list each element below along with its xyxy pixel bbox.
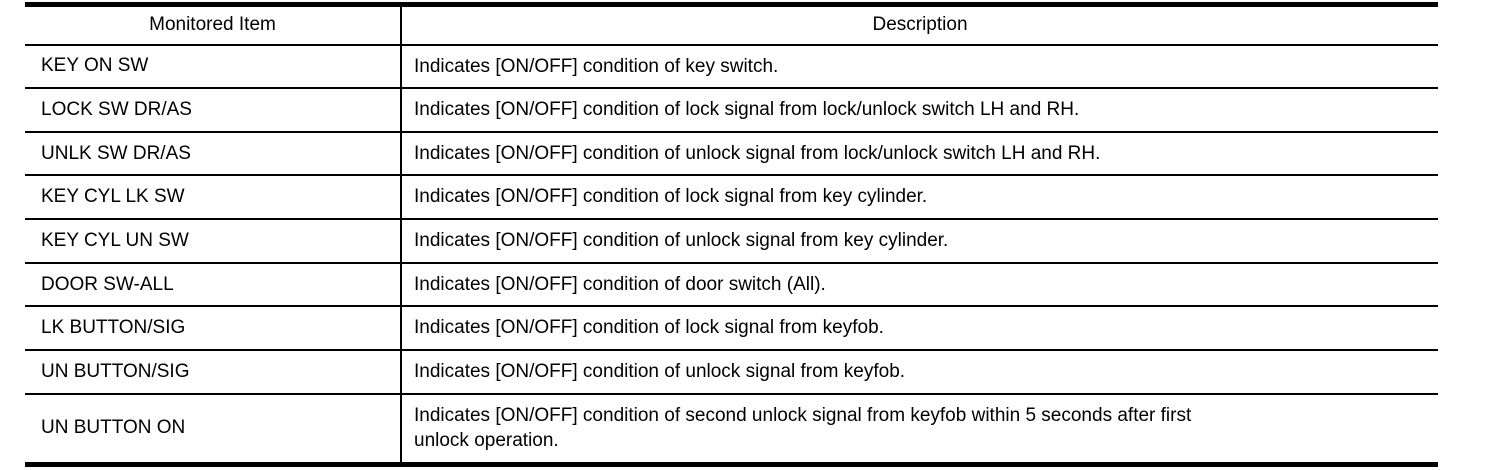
- cell-monitored-item: LK BUTTON/SIG: [25, 305, 402, 350]
- cell-monitored-item: KEY CYL LK SW: [25, 174, 402, 220]
- cell-description: Indicates [ON/OFF] condition of unlock s…: [401, 130, 1438, 176]
- cell-description: Indicates [ON/OFF] condition of lock sig…: [401, 174, 1438, 220]
- cell-description: Indicates [ON/OFF] condition of second u…: [401, 392, 1438, 465]
- cell-description: Indicates [ON/OFF] condition of lock sig…: [401, 87, 1438, 132]
- column-header-monitored-item: Monitored Item: [25, 4, 402, 45]
- header-row: Monitored Item Description: [25, 4, 1438, 45]
- cell-monitored-item: LOCK SW DR/AS: [25, 87, 402, 132]
- cell-description: Indicates [ON/OFF] condition of unlock s…: [401, 348, 1438, 394]
- cell-description: Indicates [ON/OFF] condition of key swit…: [401, 43, 1438, 89]
- cell-monitored-item: UN BUTTON ON: [25, 392, 402, 465]
- cell-monitored-item: KEY CYL UN SW: [25, 218, 402, 263]
- cell-description: Indicates [ON/OFF] condition of door swi…: [401, 261, 1438, 307]
- cell-monitored-item: UN BUTTON/SIG: [25, 348, 402, 394]
- cell-monitored-item: KEY ON SW: [25, 43, 402, 89]
- cell-description: Indicates [ON/OFF] condition of lock sig…: [401, 305, 1438, 350]
- cell-monitored-item: UNLK SW DR/AS: [25, 130, 402, 176]
- cell-monitored-item: DOOR SW-ALL: [25, 261, 402, 307]
- column-header-description: Description: [872, 14, 968, 36]
- cell-description: Indicates [ON/OFF] condition of unlock s…: [401, 218, 1438, 263]
